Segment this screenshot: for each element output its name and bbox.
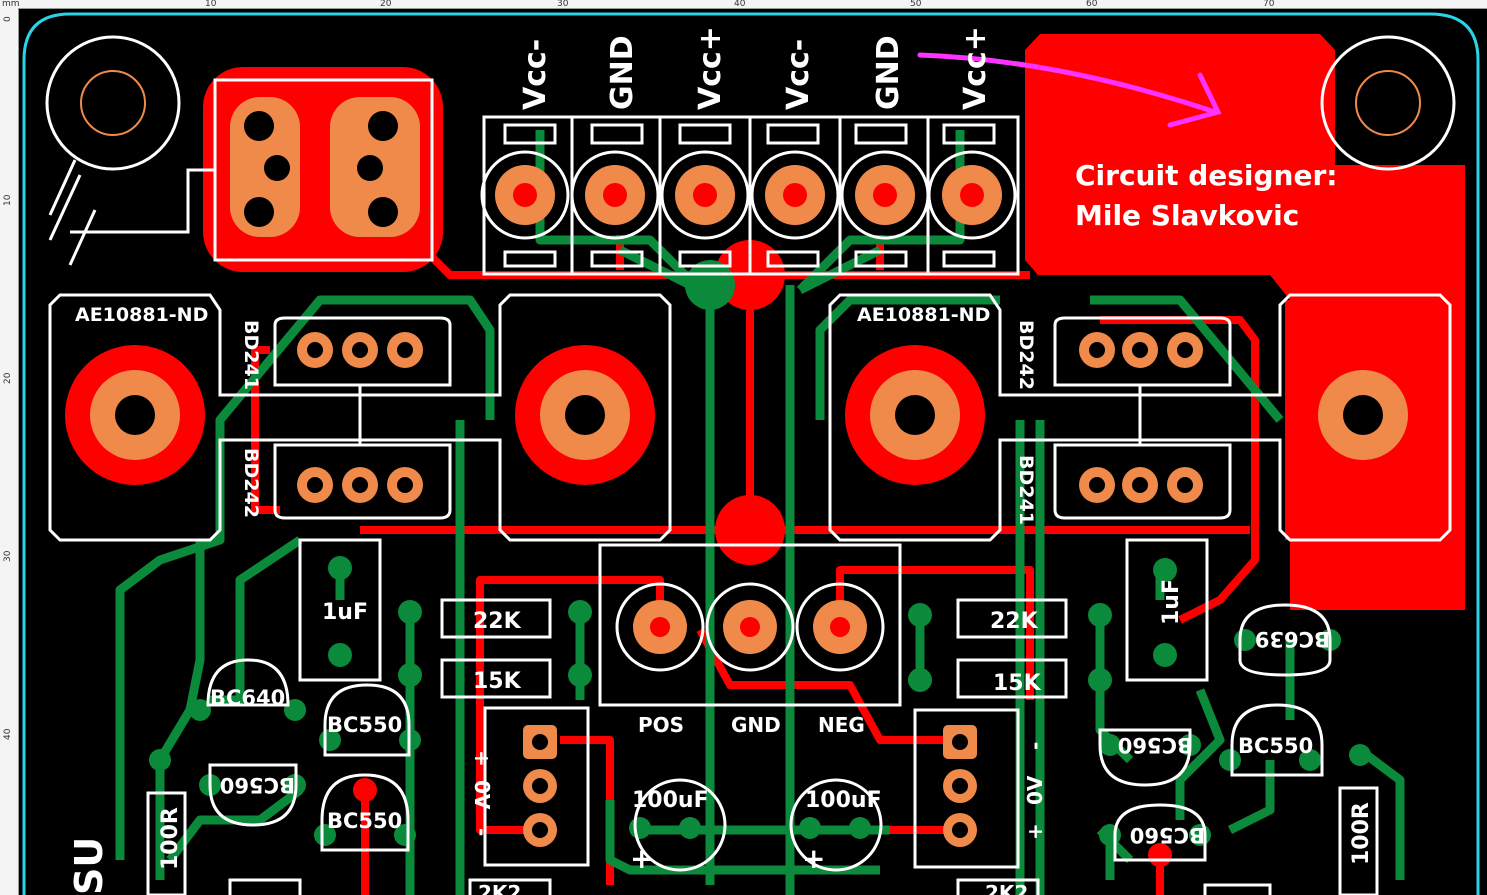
connector-plus: + <box>1023 823 1047 840</box>
transistor-label: BC640 <box>210 686 285 710</box>
copper-bottom-layer <box>115 130 1405 895</box>
cap-polarity-plus: + <box>802 842 825 875</box>
resistor-label: 2K2 <box>985 881 1028 895</box>
connector-label: GND <box>605 35 640 110</box>
ruler-left-label: 0 <box>3 16 13 22</box>
transistor-label: BC550 <box>327 713 402 737</box>
output-label-gnd: GND <box>731 713 781 737</box>
ruler-left-label: 30 <box>3 550 13 562</box>
transistor-label: BD241 <box>240 320 262 390</box>
ruler-corner-label: mm <box>2 0 20 9</box>
capacitor-label: 1uF <box>322 600 368 625</box>
output-label-pos: POS <box>638 713 684 737</box>
connector-label: GND <box>871 35 906 110</box>
ruler-top-label: 60 <box>1086 0 1098 9</box>
heatsink-label-left: AE10881-ND <box>75 304 208 326</box>
resistor-label: 15K <box>473 669 522 694</box>
annotation-arrow <box>917 52 1222 128</box>
transistor-label: BC550 <box>327 809 402 833</box>
transistor-label: BC550 <box>1238 734 1313 758</box>
designer-line-2: Mile Slavkovic <box>1075 199 1299 232</box>
copper-pour-top-right <box>1025 34 1465 610</box>
resistor-label: 15K <box>993 671 1042 696</box>
designer-line-1: Circuit designer: <box>1075 159 1338 192</box>
capacitor-label: 100uF <box>632 788 709 813</box>
transistor-label: BD242 <box>1015 320 1037 390</box>
mounting-hole-left <box>45 35 181 171</box>
resistor-label: 2K2 <box>478 881 521 895</box>
transistor-label: BC560 <box>1118 733 1193 757</box>
cap-polarity-plus: + <box>630 842 653 875</box>
transistor-label: BC560 <box>220 773 295 797</box>
ruler-top-label: 30 <box>557 0 569 9</box>
pads <box>80 70 1421 847</box>
ruler-top-label: 10 <box>205 0 217 9</box>
transistor-label: BD242 <box>240 448 262 518</box>
resistor-label: 22K <box>990 609 1039 634</box>
resistor-label: 100R <box>1349 802 1374 865</box>
mounting-hole-right <box>1320 35 1456 171</box>
connector-labels: Vcc- GND Vcc+ Vcc- GND Vcc+ <box>518 26 993 110</box>
ruler-left: 0 10 20 30 40 <box>0 8 19 895</box>
ruler-left-label: 10 <box>3 194 13 206</box>
resistor-label: 22K <box>473 609 522 634</box>
connector-plus: + <box>470 750 494 767</box>
ruler-top-label: 70 <box>1263 0 1275 9</box>
capacitor-label: 100uF <box>805 788 882 813</box>
connector-label: Vcc+ <box>958 26 993 110</box>
output-label-neg: NEG <box>818 713 865 737</box>
silkscreen-layer <box>45 35 1456 895</box>
connector-label: Vcc+ <box>693 26 728 110</box>
ruler-top-label: 50 <box>910 0 922 9</box>
pcb-canvas[interactable]: Vcc- GND Vcc+ Vcc- GND Vcc+ Circuit desi… <box>19 9 1487 895</box>
ruler-left-label: 20 <box>3 372 13 384</box>
ruler-top: mm 10 20 30 40 50 60 70 <box>0 0 1487 9</box>
transistor-label: BC560 <box>1130 823 1205 847</box>
connector-minus: - <box>1023 742 1047 750</box>
ruler-top-label: 20 <box>380 0 392 9</box>
connector-0v: 0V <box>1023 775 1047 805</box>
connector-minus: - <box>470 828 494 836</box>
heatsink-label-right: AE10881-ND <box>857 304 990 326</box>
resistor-label: 100R <box>158 807 183 870</box>
connector-0v: 0V <box>470 780 494 810</box>
connector-label: Vcc- <box>781 39 816 110</box>
transistor-label: BD241 <box>1015 455 1037 525</box>
capacitor-label: 1uF <box>1159 579 1184 625</box>
green-pads <box>149 556 1371 846</box>
transistor-label: BC639 <box>1255 627 1330 651</box>
board-title-fragment: SU <box>67 837 111 895</box>
ruler-left-label: 40 <box>3 728 13 740</box>
ruler-top-label: 40 <box>734 0 746 9</box>
board-outline <box>22 12 1480 895</box>
connector-label: Vcc- <box>518 39 553 110</box>
